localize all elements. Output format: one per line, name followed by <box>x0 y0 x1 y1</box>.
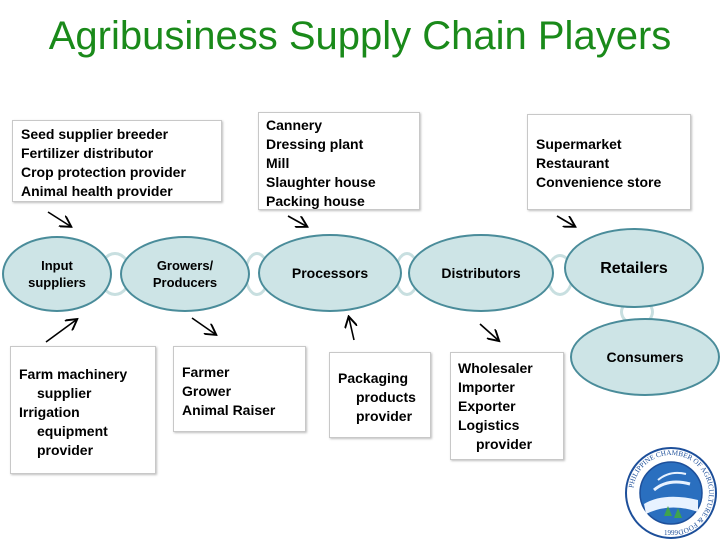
node-label: Consumers <box>606 348 684 365</box>
box-line: Animal Raiser <box>182 402 276 418</box>
node-label: Retailers <box>600 259 668 277</box>
growers-examples-box: Farmer Grower Animal Raiser <box>173 346 306 432</box>
box-line: Supermarket <box>536 136 622 152</box>
box-line: Mill <box>266 155 290 171</box>
box-line: Exporter <box>458 398 516 414</box>
page-title: Agribusiness Supply Chain Players <box>48 14 672 58</box>
growers-producers-node: Growers/ Producers <box>120 236 250 312</box>
processors-examples-box: Cannery Dressing plant Mill Slaughter ho… <box>258 112 420 210</box>
box-line: Importer <box>458 379 515 395</box>
packaging-examples-box: Packaging products provider <box>329 352 431 438</box>
box-line: Irrigation equipment provider <box>19 404 108 458</box>
node-label: Distributors <box>441 264 521 281</box>
box-line: Restaurant <box>536 155 610 171</box>
box-line: Logistics provider <box>458 417 533 452</box>
retailers-examples-box: Supermarket Restaurant Convenience store <box>527 114 691 210</box>
box-line: Farmer <box>182 364 230 380</box>
input-equipment-examples-box: Farm machinery supplier Irrigation equip… <box>10 346 156 474</box>
box-line: Crop protection provider <box>21 164 186 180</box>
arrow <box>45 320 76 343</box>
box-line: Dressing plant <box>266 136 364 152</box>
input-suppliers-examples-box: Seed supplier breeder Fertilizer distrib… <box>12 120 222 202</box>
box-line: Animal health provider <box>21 183 173 199</box>
box-line: Slaughter house <box>266 174 376 190</box>
arrow <box>47 211 70 226</box>
arrow <box>479 323 498 340</box>
arrow <box>349 318 354 341</box>
retailers-node: Retailers <box>564 228 704 308</box>
logo-year: 1999 <box>664 529 679 537</box>
box-line: Wholesaler <box>458 360 533 376</box>
input-suppliers-node: Input suppliers <box>2 236 112 312</box>
chamber-seal-logo: PHILIPPINE CHAMBER OF AGRICULTURE & FOOD… <box>625 447 717 539</box>
node-label: Growers/ Producers <box>152 258 218 290</box>
box-line: Cannery <box>266 117 323 133</box>
box-line: Farm machinery supplier <box>19 366 128 401</box>
box-line: Packing house <box>266 193 365 209</box>
box-line: Grower <box>182 383 232 399</box>
node-label: Processors <box>291 264 369 281</box>
distributors-examples-box: Wholesaler Importer Exporter Logistics p… <box>450 352 564 460</box>
distributors-node: Distributors <box>408 234 554 312</box>
consumers-node: Consumers <box>570 318 720 396</box>
arrow <box>556 215 574 226</box>
processors-node: Processors <box>258 234 402 312</box>
arrow <box>191 317 215 334</box>
arrow <box>287 215 306 226</box>
box-line: Convenience store <box>536 174 662 190</box>
node-label: Input suppliers <box>28 258 86 290</box>
box-line: Fertilizer distributor <box>21 145 154 161</box>
box-line: Packaging products provider <box>338 370 416 424</box>
box-line: Seed supplier breeder <box>21 126 169 142</box>
